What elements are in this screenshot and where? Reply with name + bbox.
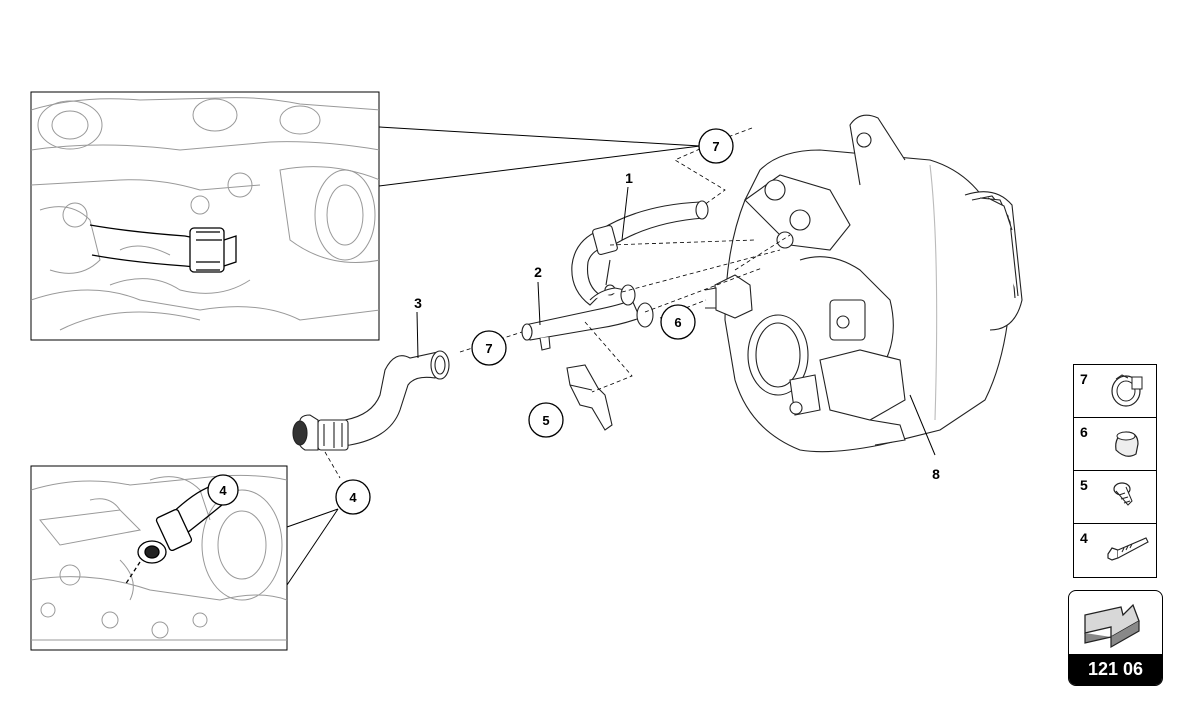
part-label-3: 3 xyxy=(414,295,422,311)
part-label-2: 2 xyxy=(534,264,542,280)
svg-text:4: 4 xyxy=(219,483,227,498)
callout-5: 5 xyxy=(528,402,564,438)
callout-6: 6 xyxy=(660,304,696,340)
part-label-1: 1 xyxy=(625,170,633,186)
leader-line xyxy=(909,394,936,456)
page-number: 121 06 xyxy=(1069,654,1162,685)
screw-icon xyxy=(1113,482,1133,506)
svg-text:5: 5 xyxy=(542,413,549,428)
leader-line xyxy=(286,508,339,528)
part-label-8: 8 xyxy=(932,466,940,482)
legend-row: 5 xyxy=(1074,471,1156,524)
legend-number: 7 xyxy=(1080,371,1088,387)
alternator xyxy=(704,114,1023,453)
callout-4-main: 4 xyxy=(335,479,371,515)
legend-row: 4 xyxy=(1074,524,1156,577)
leader-line xyxy=(416,311,419,359)
legend-number: 5 xyxy=(1080,477,1088,493)
coolant-hose-3 xyxy=(292,350,450,451)
leader-line xyxy=(286,508,339,586)
inset-detail-bottom xyxy=(30,465,288,651)
legend-row: 6 xyxy=(1074,418,1156,471)
legend-row: 7 xyxy=(1074,365,1156,418)
leader-line xyxy=(537,281,541,326)
svg-text:4: 4 xyxy=(349,490,357,505)
legend-number: 4 xyxy=(1080,530,1088,546)
legend-number: 6 xyxy=(1080,424,1088,440)
leader-line xyxy=(378,145,701,187)
svg-text:6: 6 xyxy=(674,315,681,330)
small-parts-legend: 7 6 5 4 xyxy=(1073,364,1157,578)
svg-text:7: 7 xyxy=(485,341,492,356)
leader-line xyxy=(378,126,701,147)
callout-7-mid: 7 xyxy=(471,330,507,366)
svg-text:7: 7 xyxy=(712,139,719,154)
coolant-hose-1 xyxy=(571,200,709,306)
cap-icon xyxy=(1115,431,1139,457)
callout-7-top: 7 xyxy=(698,128,734,164)
leader-line xyxy=(621,186,629,241)
bracket-5 xyxy=(566,364,613,431)
page-reference-box[interactable]: 121 06 xyxy=(1068,590,1163,686)
next-page-arrow-icon[interactable] xyxy=(1081,599,1151,651)
hose-clamp-icon xyxy=(1111,374,1143,407)
coolant-pipe-2 xyxy=(521,284,654,351)
callout-4-inset: 4 xyxy=(207,474,239,506)
bolt-icon xyxy=(1107,537,1149,561)
inset-detail-top xyxy=(30,91,380,341)
